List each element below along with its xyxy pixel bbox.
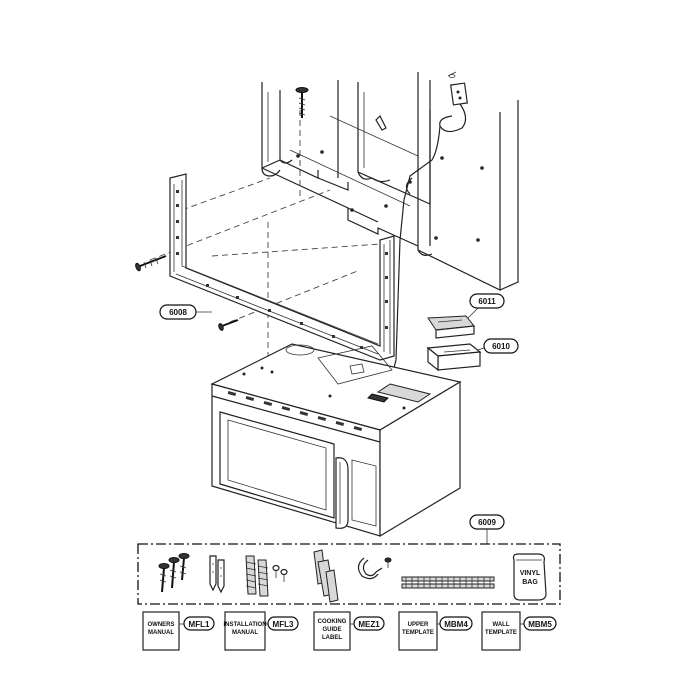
- document-cooking-guide-label: COOKING GUIDE LABEL MEZ1: [313, 611, 385, 651]
- mounting-plate: [169, 173, 395, 361]
- kit-vinyl-bag: VINYL BAG: [512, 553, 547, 601]
- doc-name-line1: WALL: [493, 622, 510, 628]
- doc-name-line3: LABEL: [322, 635, 342, 641]
- doc-name-line1: COOKING: [318, 619, 347, 625]
- doc-name-line2: MANUAL: [148, 630, 174, 636]
- kit-strips: [401, 576, 495, 589]
- mounting-screw-top: [295, 87, 309, 118]
- callout-6009-label: 6009: [478, 518, 496, 527]
- kit-screws: [158, 553, 190, 593]
- kit-wing-nuts: [272, 564, 288, 582]
- callout-6008-label: 6008: [169, 308, 187, 317]
- mounting-screw-left: [135, 255, 167, 272]
- kit-anchors: [209, 555, 225, 594]
- part-6010-housing: [426, 343, 482, 372]
- installation-kit-box: [137, 543, 561, 605]
- mounting-screw-lower: [218, 319, 239, 331]
- doc-code: MFL3: [273, 620, 294, 629]
- kit-cord-clamp: [357, 557, 392, 580]
- vinyl-bag-label-line1: VINYL: [520, 570, 541, 577]
- doc-code: MEZ1: [358, 620, 380, 629]
- doc-name-line2: TEMPLATE: [485, 630, 517, 636]
- callout-6008: 6008: [159, 304, 212, 320]
- doc-name-line2: GUIDE: [322, 627, 341, 633]
- wall-cabinets: [261, 72, 519, 291]
- doc-name-line2: TEMPLATE: [402, 630, 434, 636]
- wall-outlet: [447, 71, 469, 106]
- callout-6010-label: 6010: [492, 342, 510, 351]
- toggle-bolt: [375, 114, 387, 131]
- callout-6009: 6009: [469, 514, 505, 544]
- document-installation-manual: INSTALLATION MANUAL MFL3: [223, 611, 299, 651]
- callout-6011: 6011: [467, 293, 505, 319]
- doc-code: MBM4: [444, 620, 468, 629]
- doc-code: MBM5: [528, 620, 552, 629]
- document-upper-template: UPPER TEMPLATE MBM4: [398, 611, 473, 651]
- part-6011-cover: [427, 315, 475, 339]
- callout-6011-label: 6011: [478, 297, 496, 306]
- doc-name-line2: MANUAL: [232, 630, 258, 636]
- callout-6010: 6010: [477, 338, 519, 354]
- doc-name-line1: UPPER: [408, 622, 429, 628]
- kit-toggle-bolts: [245, 555, 269, 597]
- vinyl-bag-label-line2: BAG: [522, 579, 538, 586]
- doc-name-line1: INSTALLATION: [223, 622, 266, 628]
- doc-code: MFL1: [189, 620, 210, 629]
- power-cord: [387, 103, 467, 391]
- kit-brackets: [313, 549, 339, 603]
- doc-name-line1: OWNERS: [148, 622, 175, 628]
- document-wall-template: WALL TEMPLATE MBM5: [481, 611, 557, 651]
- document-owners-manual: OWNERS MANUAL MFL1: [142, 611, 215, 651]
- microwave-oven: [210, 343, 462, 538]
